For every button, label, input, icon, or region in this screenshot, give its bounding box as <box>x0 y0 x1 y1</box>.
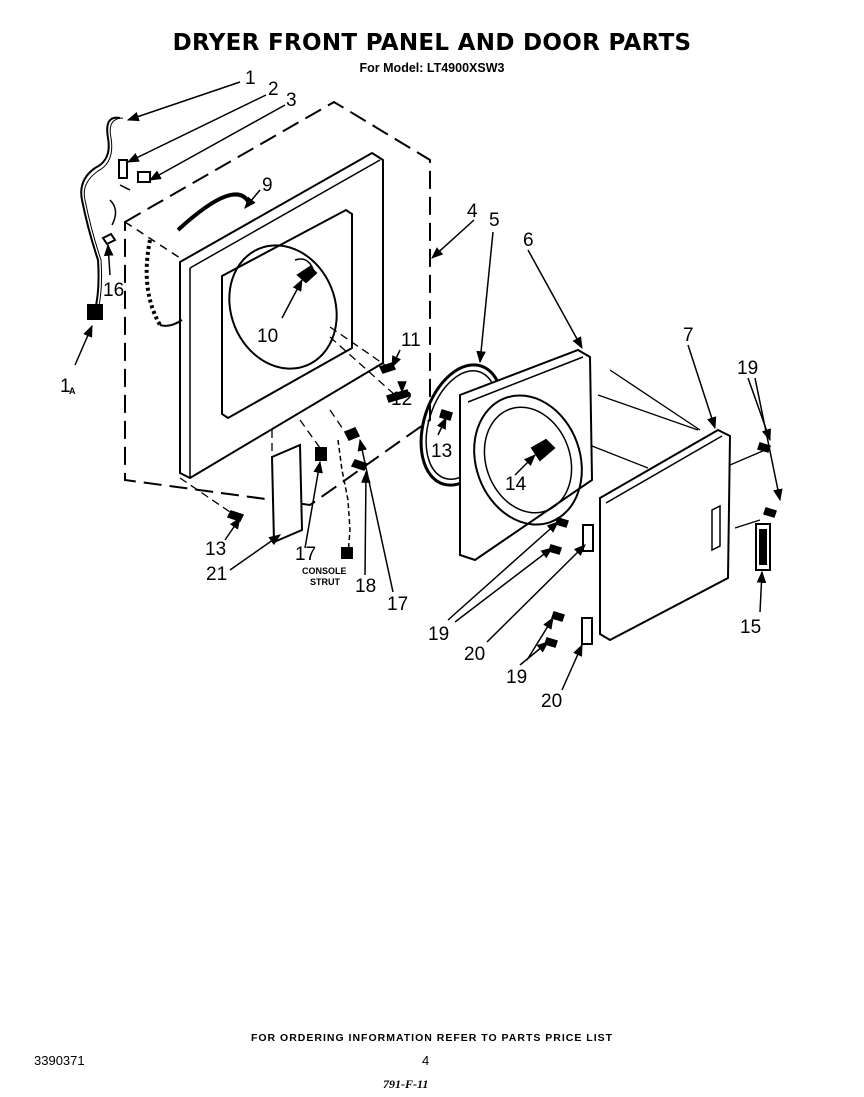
callout-14: 14 <box>505 474 527 495</box>
callout-1a: 1 <box>60 376 71 397</box>
wire-harness <box>80 116 124 320</box>
page-number: 4 <box>422 1053 430 1068</box>
bracket-fastener <box>315 447 327 461</box>
hinge-upper <box>582 524 594 552</box>
callout-18: 18 <box>355 576 376 597</box>
callout-19-top: 19 <box>737 358 758 379</box>
callout-20-upper: 20 <box>464 644 485 665</box>
callout-4: 4 <box>467 201 478 222</box>
mounting-bracket <box>270 443 304 544</box>
outer-door <box>599 428 732 642</box>
callout-11: 11 <box>401 330 421 351</box>
callout-13-upper: 13 <box>431 441 452 462</box>
strut-label: STRUT <box>310 577 340 587</box>
callout-2: 2 <box>268 79 279 100</box>
clip-part <box>101 232 117 246</box>
cabinet-outline <box>124 100 431 507</box>
callout-1: 1 <box>245 68 256 89</box>
callout-3: 3 <box>286 90 297 111</box>
hinge-lower <box>581 617 593 645</box>
page-title: DRYER FRONT PANEL AND DOOR PARTS <box>172 30 692 56</box>
callout-15: 15 <box>740 617 761 638</box>
ordering-note: FOR ORDERING INFORMATION REFER TO PARTS … <box>250 1032 614 1044</box>
callout-17-left: 17 <box>295 544 316 565</box>
callout-1a-suffix: A <box>69 386 76 396</box>
callout-10: 10 <box>257 326 278 347</box>
inner-door <box>459 348 594 562</box>
callout-21: 21 <box>206 564 227 585</box>
console-strut <box>337 439 351 556</box>
callout-13-lower: 13 <box>205 539 226 560</box>
callout-6: 6 <box>523 230 534 251</box>
callout-19-mid: 19 <box>428 624 449 645</box>
callout-5: 5 <box>489 210 500 231</box>
revision-mark: 791-F-11 <box>383 1077 429 1091</box>
callout-12: 12 <box>391 389 412 410</box>
callout-20-lower: 20 <box>541 691 562 712</box>
callout-7: 7 <box>683 325 694 346</box>
callout-9: 9 <box>262 175 273 196</box>
console-label: CONSOLE <box>302 566 347 576</box>
bracket-parts <box>118 159 151 191</box>
callout-17-right: 17 <box>387 594 408 615</box>
hidden-line <box>124 221 181 259</box>
model-subtitle: For Model: LT4900XSW3 <box>359 61 505 75</box>
front-panel <box>179 151 384 480</box>
callout-19-low: 19 <box>506 667 527 688</box>
document-number: 3390371 <box>34 1053 85 1068</box>
callout-16: 16 <box>103 280 124 301</box>
